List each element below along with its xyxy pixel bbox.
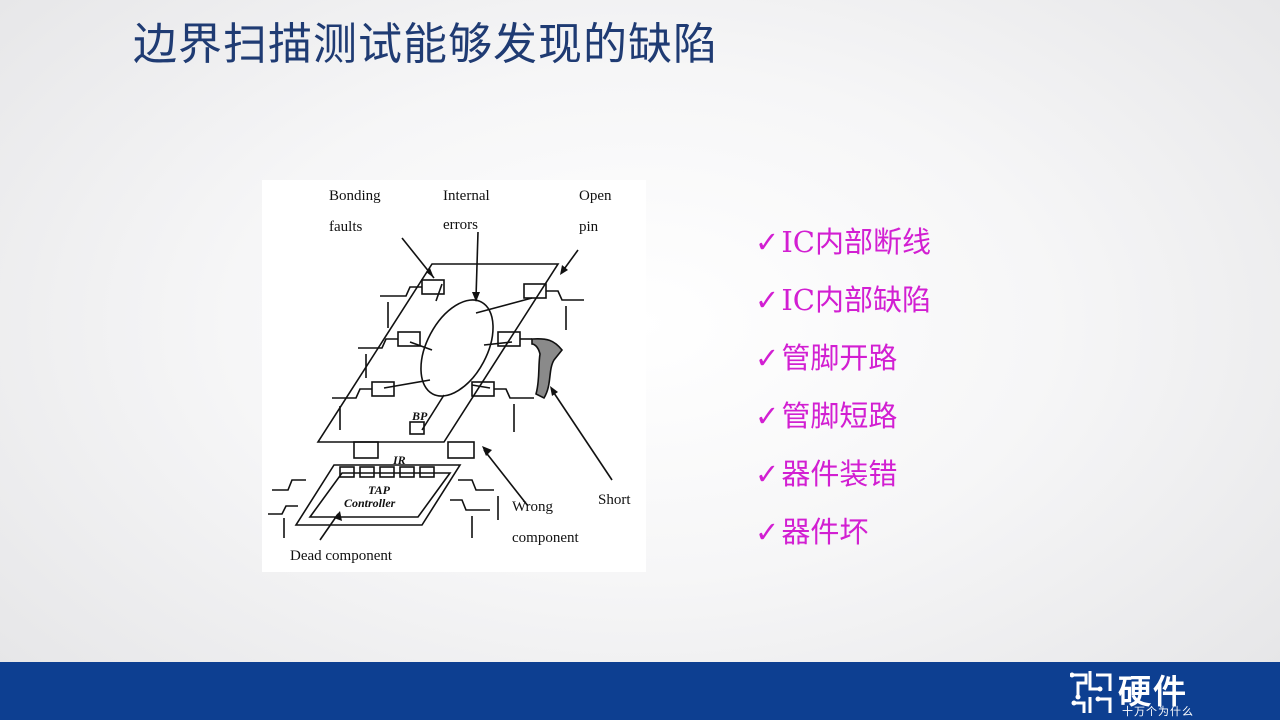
boundary-scan-diagram: Bonding faults Internal errors Open pin …	[262, 180, 646, 572]
label-internal-errors-1: Internal	[443, 188, 490, 204]
check-icon: ✓	[755, 225, 780, 259]
logo-title: 硬件	[1118, 672, 1188, 711]
footer-bar: 硬件 十万个为什么	[0, 662, 1280, 720]
check-icon: ✓	[755, 515, 780, 549]
slide-title: 边界扫描测试能够发现的缺陷	[133, 19, 718, 70]
label-open-pin-2: pin	[579, 219, 599, 235]
chip-base	[294, 464, 462, 526]
check-icon: ✓	[755, 283, 780, 317]
defect-label: IC内部断线	[781, 225, 931, 259]
label-tap: TAP	[368, 483, 391, 497]
defect-label: 器件装错	[781, 457, 898, 491]
label-bonding-faults-2: faults	[329, 219, 362, 235]
label-short: Short	[598, 492, 631, 508]
logo-subtitle: 十万个为什么	[1122, 705, 1194, 718]
chip-outline	[316, 263, 560, 443]
check-icon: ✓	[755, 457, 780, 491]
label-ir: IR	[392, 453, 406, 467]
label-internal-errors-2: errors	[443, 217, 478, 233]
label-bp: BP	[411, 409, 428, 423]
internal-core	[420, 299, 494, 397]
defect-item: ✓IC内部缺陷	[755, 276, 931, 334]
check-icon: ✓	[755, 399, 780, 433]
label-wrong-component-1: Wrong	[512, 499, 554, 515]
circuit-logo-icon	[1070, 671, 1112, 713]
defect-list: ✓IC内部断线 ✓IC内部缺陷 ✓管脚开路 ✓管脚短路 ✓器件装错 ✓器件坏	[755, 218, 931, 566]
defect-item: ✓器件装错	[755, 450, 931, 508]
label-dead-component: Dead component	[290, 548, 393, 564]
defect-label: 器件坏	[781, 515, 869, 549]
check-icon: ✓	[755, 341, 780, 375]
defect-label: 管脚开路	[781, 341, 898, 375]
label-controller: Controller	[344, 496, 396, 510]
brand-logo: 硬件 十万个为什么	[1064, 667, 1224, 718]
boundary-scan-diagram-svg: Bonding faults Internal errors Open pin …	[268, 188, 631, 564]
defect-item: ✓器件坏	[755, 508, 931, 566]
label-open-pin-1: Open	[579, 188, 612, 204]
label-wrong-component-2: component	[512, 530, 579, 546]
defect-item: ✓管脚开路	[755, 334, 931, 392]
defect-label: IC内部缺陷	[781, 283, 931, 317]
defect-item: ✓管脚短路	[755, 392, 931, 450]
label-bonding-faults-1: Bonding	[329, 188, 381, 204]
defect-label: 管脚短路	[781, 399, 898, 433]
defect-item: ✓IC内部断线	[755, 218, 931, 276]
